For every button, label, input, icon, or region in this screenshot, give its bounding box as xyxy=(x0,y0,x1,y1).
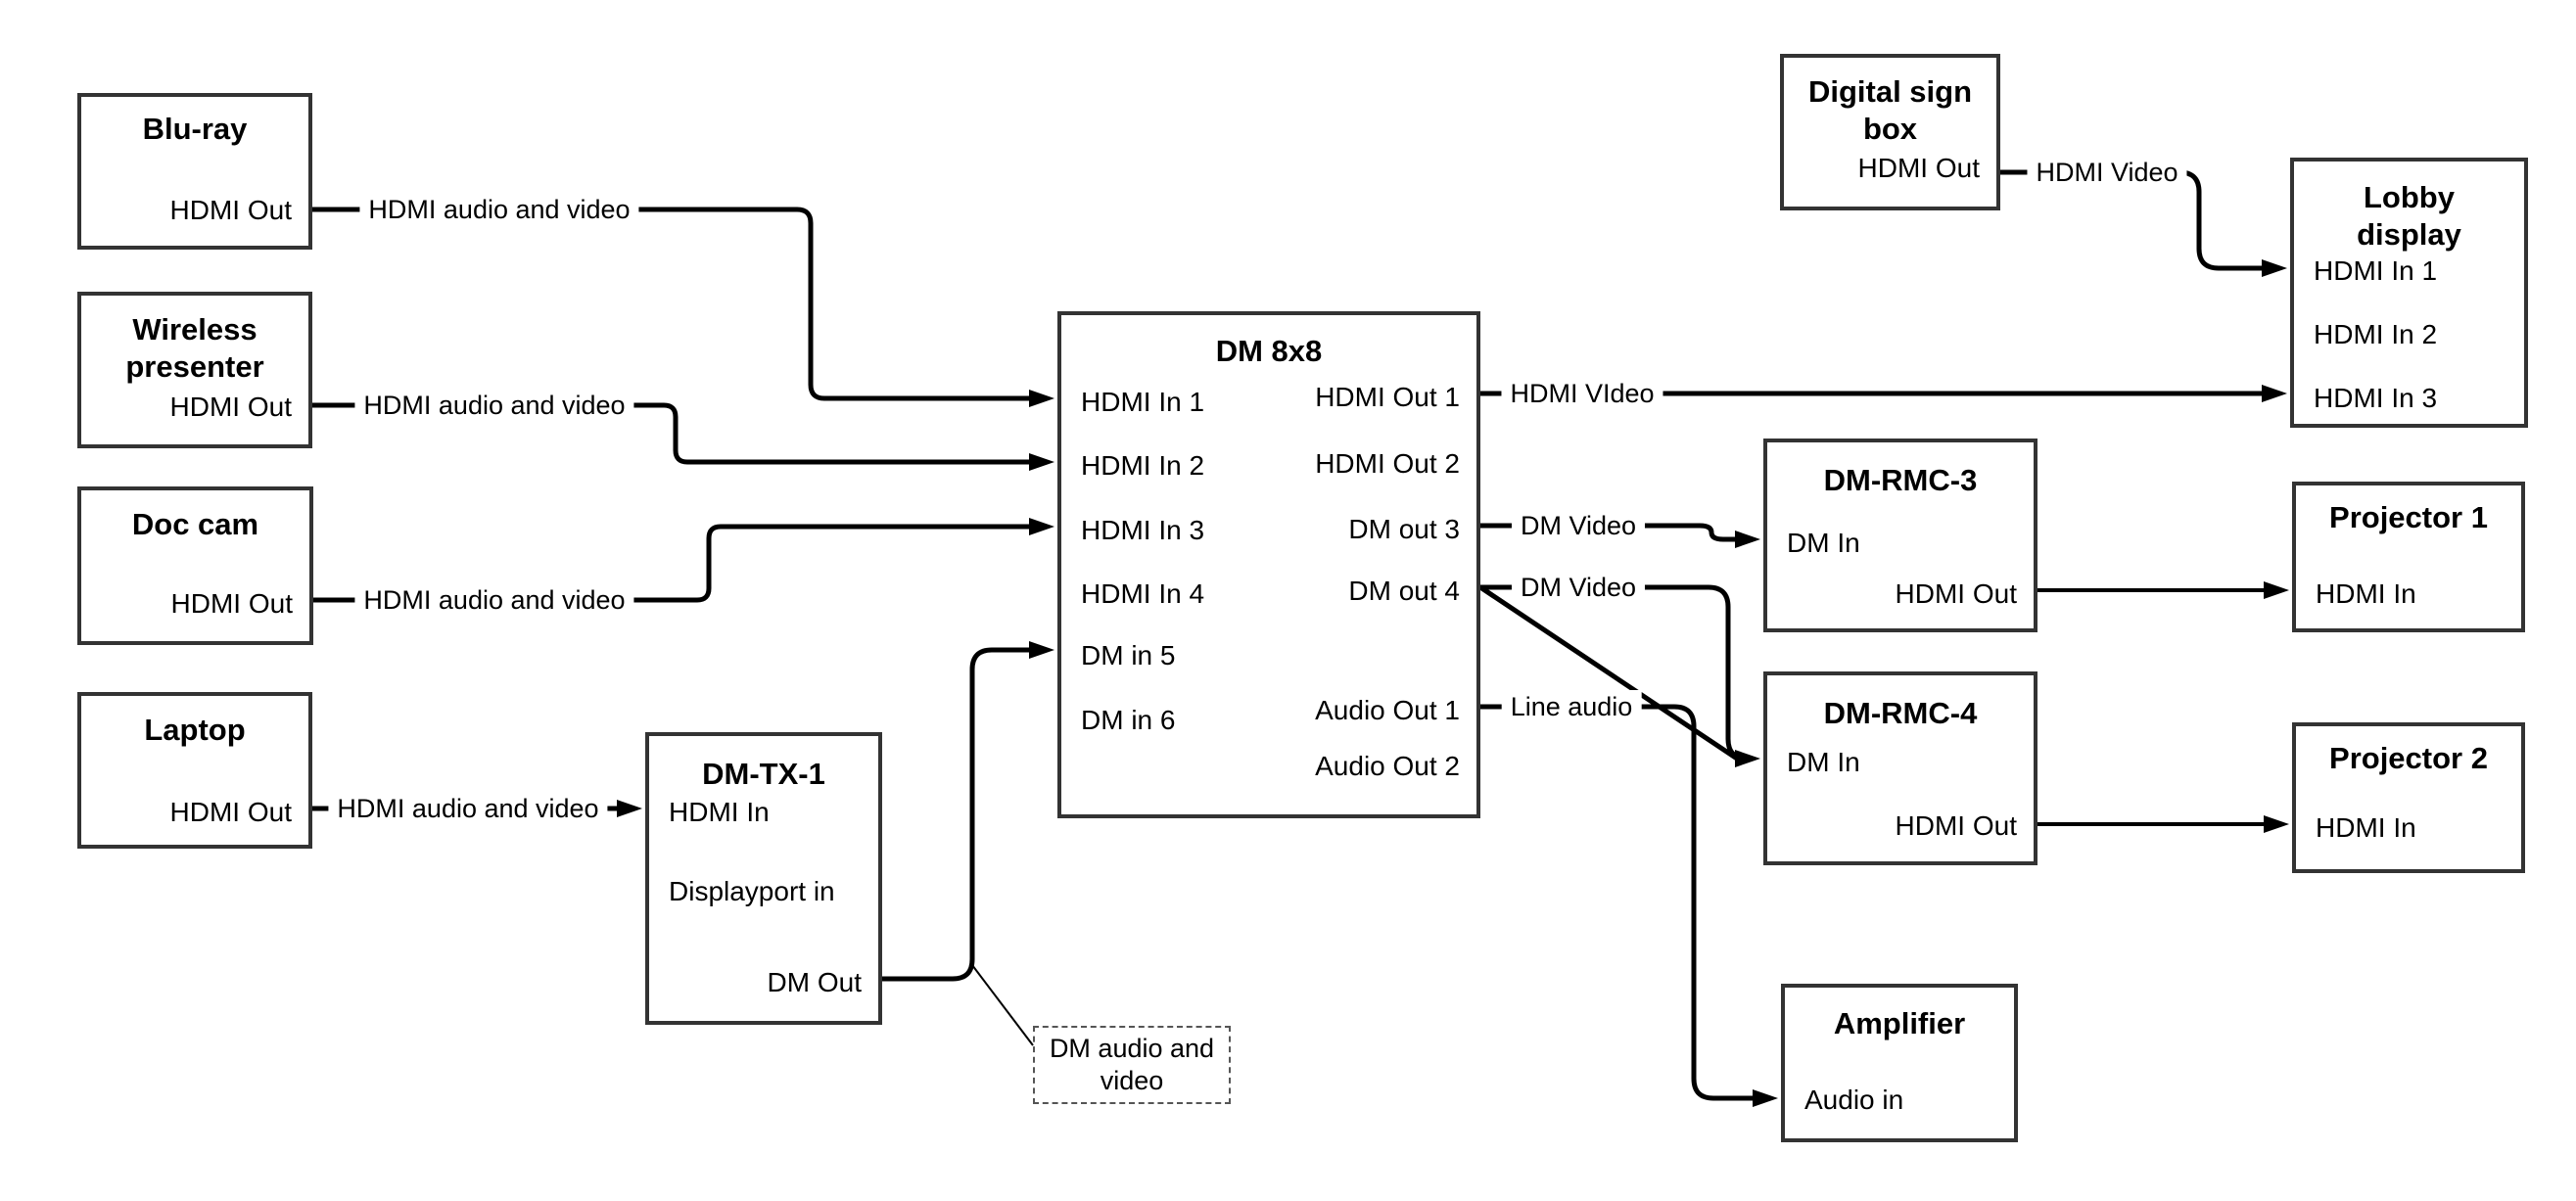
wire-label-hdmi-video-sign: HDMI Video xyxy=(2027,156,2187,189)
doccam-port-hdmi-out: HDMI Out xyxy=(170,588,293,619)
arrowhead xyxy=(2264,815,2289,833)
dm8x8-port-dm-in-6: DM in 6 xyxy=(1081,705,1176,735)
arrowhead xyxy=(2264,581,2289,599)
proj1-port-hdmi-in: HDMI In xyxy=(2316,578,2416,609)
dmrmc4-port-dm-in: DM In xyxy=(1787,747,1860,777)
dm8x8-port-audio-out-2: Audio Out 2 xyxy=(1315,751,1460,781)
dmtx1-port-displayport-in: Displayport in xyxy=(669,876,835,906)
arrowhead xyxy=(1029,641,1054,659)
digital-sign-box-node: Digital sign box HDMI Out xyxy=(1780,54,2000,210)
projector-1-title: Projector 1 xyxy=(2329,500,2488,534)
dm-rmc-4-node: DM-RMC-4 DM In HDMI Out xyxy=(1763,671,2037,865)
lobby-port-hdmi-in-1: HDMI In 1 xyxy=(2314,255,2438,286)
projector-1-node: Projector 1 HDMI In xyxy=(2292,482,2525,632)
bluray-title: Blu-ray xyxy=(142,112,248,146)
dm8x8-port-hdmi-out-2: HDMI Out 2 xyxy=(1315,448,1460,479)
note-text: DM audio and video xyxy=(1049,1034,1215,1095)
dmrmc3-port-dm-in: DM In xyxy=(1787,528,1860,558)
dmtx1-port-dm-out: DM Out xyxy=(767,967,862,997)
proj2-port-hdmi-in: HDMI In xyxy=(2316,812,2416,843)
dm-8x8-title: DM 8x8 xyxy=(1215,334,1323,368)
laptop-node: Laptop HDMI Out xyxy=(77,692,312,849)
projector-2-node: Projector 2 HDMI In xyxy=(2292,722,2525,873)
wire-label-dm-video-3: DM Video xyxy=(1511,509,1646,542)
dmtx1-port-hdmi-in: HDMI In xyxy=(669,797,770,827)
wire-digitalsign-to-lobby xyxy=(2000,169,2264,271)
wire-label-hdmi-video-out1: HDMI VIdeo xyxy=(1501,377,1663,410)
bluray-port-hdmi-out: HDMI Out xyxy=(169,195,292,225)
arrowhead xyxy=(1753,1089,1778,1107)
wire-dm8x8-to-dmrmc4 xyxy=(1472,584,1749,762)
wire-dm8x8-to-dmrmc3 xyxy=(1480,523,1737,542)
dm-rmc-4-title: DM-RMC-4 xyxy=(1823,696,1978,730)
dm8x8-port-dm-out-4: DM out 4 xyxy=(1348,576,1460,606)
dm8x8-port-dm-in-5: DM in 5 xyxy=(1081,640,1176,670)
arrowhead xyxy=(1029,453,1054,471)
dm-rmc-3-node: DM-RMC-3 DM In HDMI Out xyxy=(1763,439,2037,632)
laptop-port-hdmi-out: HDMI Out xyxy=(169,797,292,827)
doc-cam-title: Doc cam xyxy=(131,507,259,541)
lobby-display-node: Lobby display HDMI In 1 HDMI In 2 HDMI I… xyxy=(2290,158,2528,428)
amplifier-node: Amplifier Audio in xyxy=(1781,984,2018,1142)
digital-sign-box-title: Digital sign box xyxy=(1807,74,1973,146)
wire-wireless-to-dm8x8 xyxy=(312,402,1031,465)
amplifier-title: Amplifier xyxy=(1833,1006,1966,1040)
arrowhead xyxy=(1029,518,1054,535)
wire-label-laptop: HDMI audio and video xyxy=(328,792,608,825)
lobby-port-hdmi-in-3: HDMI In 3 xyxy=(2314,383,2438,413)
digitalsign-port-hdmi-out: HDMI Out xyxy=(1857,153,1980,183)
wire-doccam-to-dm8x8 xyxy=(312,524,1031,603)
wire-label-line-audio: Line audio xyxy=(1501,690,1642,723)
dm8x8-port-dm-out-3: DM out 3 xyxy=(1348,514,1460,544)
wire-dmtx1-to-dm8x8 xyxy=(882,647,1031,982)
dm-8x8-node: DM 8x8 HDMI In 1 HDMI In 2 HDMI In 3 HDM… xyxy=(1057,311,1480,818)
dm-rmc-3-title: DM-RMC-3 xyxy=(1823,463,1978,497)
dm8x8-port-hdmi-out-1: HDMI Out 1 xyxy=(1315,382,1460,412)
wireless-presenter-node: Wireless presenter HDMI Out xyxy=(77,292,312,448)
arrowhead xyxy=(1735,750,1760,767)
wire-bluray-to-dm8x8 xyxy=(312,207,1031,401)
dm8x8-port-hdmi-in-1: HDMI In 1 xyxy=(1081,387,1205,417)
dm8x8-port-hdmi-in-2: HDMI In 2 xyxy=(1081,450,1205,481)
dm8x8-port-audio-out-1: Audio Out 1 xyxy=(1315,695,1460,725)
arrowhead xyxy=(1735,531,1760,548)
projector-2-title: Projector 2 xyxy=(2329,741,2488,775)
wireless-port-hdmi-out: HDMI Out xyxy=(169,392,292,422)
arrowhead xyxy=(617,800,642,817)
dm8x8-port-hdmi-in-4: HDMI In 4 xyxy=(1081,578,1205,609)
lobby-port-hdmi-in-2: HDMI In 2 xyxy=(2314,319,2438,349)
wire-label-wireless: HDMI audio and video xyxy=(354,389,634,422)
dmrmc4-port-hdmi-out: HDMI Out xyxy=(1895,810,2017,841)
wire-dm8x8-to-amplifier xyxy=(1480,704,1755,1101)
note-callout-line xyxy=(971,964,1034,1046)
wireless-presenter-title: Wireless presenter xyxy=(125,312,264,384)
bluray-node: Blu-ray HDMI Out xyxy=(77,93,312,250)
wire-label-dm-video-4: DM Video xyxy=(1511,571,1646,604)
dm-tx-1-title: DM-TX-1 xyxy=(702,757,825,791)
arrowhead xyxy=(2262,385,2287,402)
laptop-title: Laptop xyxy=(144,713,246,747)
amplifier-port-audio-in: Audio in xyxy=(1804,1085,1904,1115)
wire-label-bluray: HDMI audio and video xyxy=(359,193,639,226)
lobby-display-title: Lobby display xyxy=(2357,180,2461,252)
dm8x8-port-hdmi-in-3: HDMI In 3 xyxy=(1081,515,1205,545)
dmrmc3-port-hdmi-out: HDMI Out xyxy=(1895,578,2017,609)
arrowhead xyxy=(1029,390,1054,407)
wire-label-doccam: HDMI audio and video xyxy=(354,583,634,617)
dm-tx-1-node: DM-TX-1 HDMI In Displayport in DM Out xyxy=(645,732,882,1025)
arrowhead xyxy=(2262,259,2287,277)
doc-cam-node: Doc cam HDMI Out xyxy=(77,486,313,645)
dm-audio-video-note: DM audio and video xyxy=(1033,1026,1231,1104)
